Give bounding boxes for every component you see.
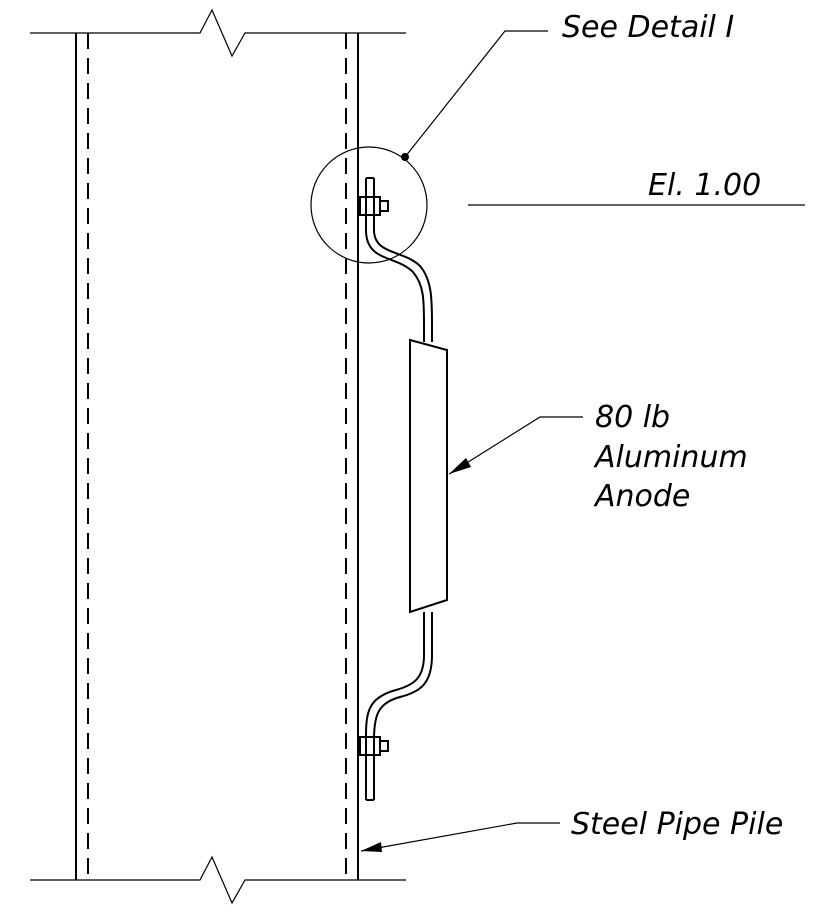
- pile-leader-arrow: [361, 842, 382, 852]
- aluminum-anode: [409, 338, 448, 614]
- anode-label-line1: 80 lb: [595, 400, 670, 435]
- top-break-line: [30, 8, 406, 58]
- top-bolt: [359, 196, 389, 216]
- elevation-label: El. 1.00: [648, 168, 761, 203]
- bottom-bolt: [359, 736, 389, 756]
- anode-leader-line: [448, 416, 583, 475]
- detail-circle: [310, 146, 428, 264]
- anode-strap: [365, 177, 433, 801]
- anode-label-line3: Anode: [593, 479, 690, 514]
- anode-label-line2: Aluminum: [593, 440, 748, 475]
- detail-leader-line: [404, 30, 548, 158]
- pile-label: Steel Pipe Pile: [571, 807, 783, 842]
- anode-leader-arrow: [449, 458, 471, 474]
- steel-pipe-pile: [75, 33, 359, 880]
- bottom-break-line: [30, 855, 406, 905]
- pile-leader-line: [360, 822, 560, 852]
- see-detail-label: See Detail I: [562, 10, 734, 45]
